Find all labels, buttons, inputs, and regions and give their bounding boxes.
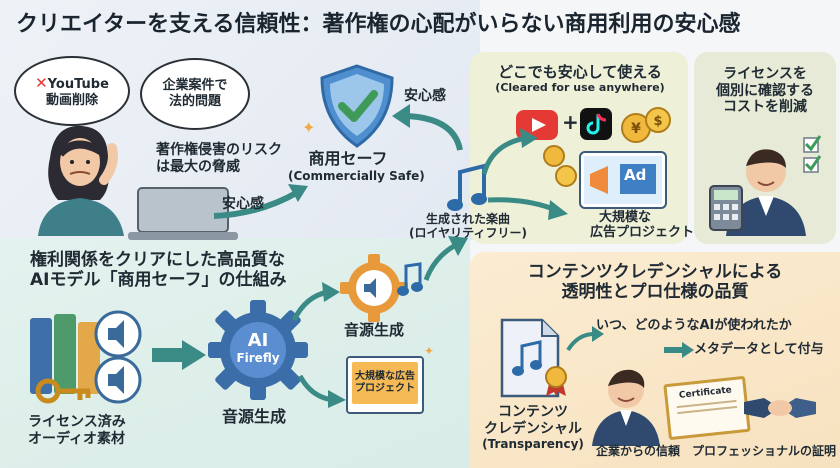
sound-gear-icon: [340, 254, 408, 322]
page-title: クリエイターを支える信頼性：著作権の心配がいらない商用利用の安心感: [16, 12, 741, 37]
usage-title: どこでも安心して使える (Cleared for use anywhere): [495, 63, 665, 94]
arrow-metadata-2: [664, 342, 694, 358]
handshake-icon: [744, 398, 816, 418]
music-note-icon: [447, 163, 487, 211]
key-icon: [35, 378, 91, 404]
anshin-label-top: 安心感: [404, 88, 446, 104]
svg-text:$: $: [653, 114, 662, 129]
generated-music-label: 生成された楽曲 (ロイヤリティフリー): [409, 212, 527, 241]
risk-text: 著作権侵害のリスク は最大の脅威: [156, 142, 282, 175]
shield-icon: [320, 64, 394, 148]
ad-project-card: 大規模な広告 プロジェクト: [346, 356, 424, 414]
sound-gen-label-bottom: 音源生成: [222, 407, 287, 426]
mechanism-title: 権利関係をクリアにした高品質な AIモデル「商用セーフ」の仕組み: [30, 250, 287, 291]
ad-project-text: 大規模な広告 プロジェクト: [355, 371, 415, 394]
pro-proof-text: プロフェッショナルの証明: [692, 444, 837, 458]
arrow-anshin-top: [392, 104, 463, 151]
corporate-case-text: 企業案件で: [162, 78, 228, 94]
arrow-anshin-bottom: [213, 184, 308, 219]
commercial-safe-label: 商用セーフ (Commercially Safe): [288, 149, 425, 183]
arrow-note-right: [487, 197, 568, 220]
speech-bubble-corporate: 企業案件で 法的問題: [140, 58, 250, 130]
ad-screen-icon: [579, 151, 667, 209]
trust-text: 企業からの信頼: [596, 444, 681, 458]
arrow-up-to-music: [423, 236, 468, 281]
youtube-text: YouTube: [47, 76, 109, 92]
credentials-title: コンテンツクレデンシャルによる 透明性とプロ仕様の品質: [527, 262, 783, 303]
anshin-label-bottom: 安心感: [222, 196, 264, 212]
metadata-text: メタデータとして付与: [694, 342, 824, 357]
svg-text:¥: ¥: [631, 121, 641, 137]
panel-usage: [470, 52, 688, 244]
when-what-ai-text: いつ、どのようなAIが使われたか: [596, 318, 792, 333]
document-music-icon: [500, 318, 560, 398]
legal-issue-text: 法的問題: [168, 94, 221, 109]
speech-bubble-youtube: ✕YouTube 動画削除: [14, 56, 130, 126]
small-music-note-icon: [397, 262, 423, 296]
video-delete-text: 動画削除: [45, 92, 98, 108]
coins-icon: ¥ $: [621, 107, 671, 143]
books-speaker-illustration: [30, 310, 142, 404]
ad-label: Ad: [624, 166, 647, 184]
arrow-gear-down: [297, 374, 346, 408]
ai-firefly-gear-icon: [208, 300, 308, 400]
certificate-card: Certificate: [663, 375, 751, 441]
arrow-gear-up: [291, 282, 340, 322]
arrow-to-gear: [152, 340, 206, 370]
small-coins-icon: [543, 145, 577, 187]
large-project-label: 大規模な 広告プロジェクト: [590, 210, 695, 241]
award-ribbon-icon: [545, 366, 567, 396]
sound-gen-label-top: 音源生成: [344, 321, 405, 339]
arrow-note-up: [481, 128, 538, 175]
businessman-illustration: [592, 369, 660, 446]
sparkle-icon: ✦: [302, 118, 316, 137]
ai-gear-label: AI Firefly: [236, 330, 280, 366]
plus-icon: +: [562, 110, 579, 134]
arrow-metadata-1: [566, 326, 604, 352]
businessman-calculator-illustration: [709, 135, 822, 236]
worried-person-illustration: [38, 125, 124, 236]
laptop-icon: [128, 187, 238, 240]
content-credential-label: コンテンツ クレデンシャル (Transparency): [482, 404, 584, 452]
sparkle-small-icon: ✦: [424, 344, 435, 358]
cross-icon: ✕: [35, 73, 48, 92]
tiktok-icon: [580, 108, 612, 140]
license-text: ライセンスを 個別に確認する コストを削減: [716, 66, 814, 116]
licensed-material-label: ライセンス済み オーディオ素材: [28, 414, 126, 447]
